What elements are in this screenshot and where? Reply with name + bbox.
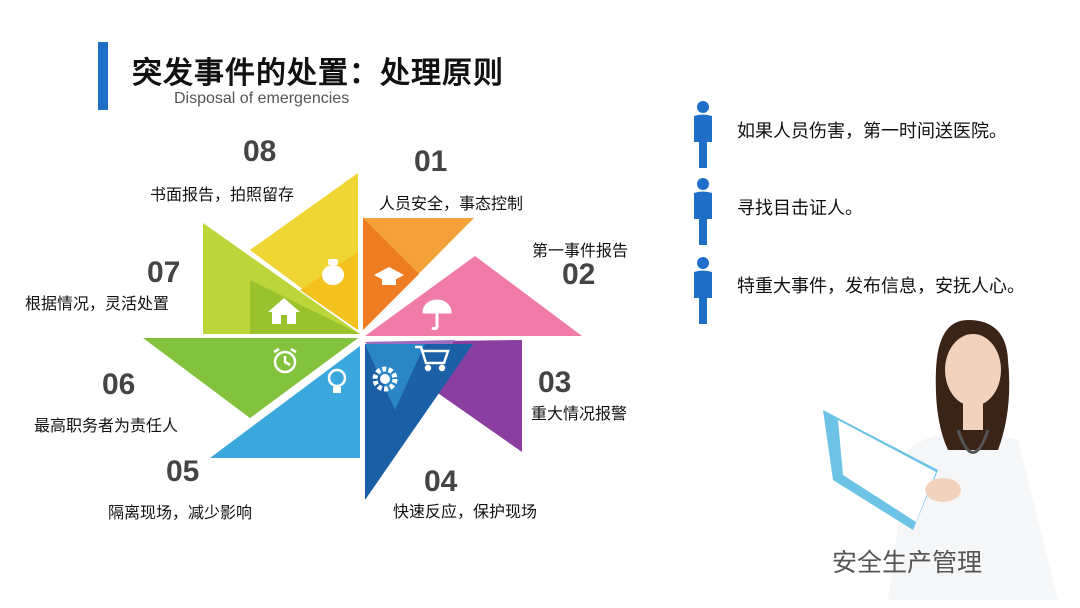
segment-05-shade xyxy=(210,346,360,458)
gear-icon xyxy=(372,366,398,392)
segment-06-shade xyxy=(143,338,358,418)
step-04-label: 快速反应，保护现场 xyxy=(393,502,538,521)
page-title: 突发事件的处置：处理原则 xyxy=(132,56,504,91)
step-06-number: 06 xyxy=(102,368,136,401)
step-02-label: 第一事件报告 xyxy=(532,241,629,260)
title-accent-bar xyxy=(98,42,108,110)
shopping-cart-icon xyxy=(415,345,450,372)
step-06-label: 最高职务者为责任人 xyxy=(34,416,179,435)
house-icon xyxy=(268,298,300,324)
segment-07 xyxy=(203,223,360,334)
step-04-number: 04 xyxy=(424,465,458,498)
segment-02 xyxy=(365,256,582,336)
page-subtitle: Disposal of emergencies xyxy=(174,90,350,107)
principle-2: 寻找目击证人。 xyxy=(737,198,863,219)
step-08-label: 书面报告，拍照留存 xyxy=(150,185,295,204)
person-icon xyxy=(694,178,712,245)
money-bag-icon xyxy=(322,259,344,285)
segment-08-shade xyxy=(300,252,358,330)
lightbulb-icon xyxy=(327,368,347,393)
person-icon xyxy=(694,101,712,168)
step-02-number: 02 xyxy=(562,258,596,291)
step-07-label: 根据情况，灵活处置 xyxy=(25,294,170,313)
principle-3: 特重大事件，发布信息，安抚人心。 xyxy=(737,276,1025,297)
person-icon xyxy=(694,257,712,324)
umbrella-icon xyxy=(422,299,452,331)
alarm-clock-icon xyxy=(273,347,297,374)
segment-02-shade xyxy=(365,256,475,336)
step-01-number: 01 xyxy=(414,145,448,178)
doctor-illustration xyxy=(823,320,1058,600)
step-03-number: 03 xyxy=(538,366,572,399)
graduation-cap-icon xyxy=(374,267,404,285)
step-05-label: 隔离现场，减少影响 xyxy=(108,503,253,522)
step-05-number: 05 xyxy=(166,455,200,488)
step-03-label: 重大情况报警 xyxy=(531,404,628,423)
step-01-label: 人员安全，事态控制 xyxy=(379,194,524,213)
step-08-number: 08 xyxy=(243,135,277,168)
step-07-number: 07 xyxy=(147,256,181,289)
principle-1: 如果人员伤害，第一时间送医院。 xyxy=(737,121,1007,142)
watermark: 安全生产管理 xyxy=(832,548,983,577)
